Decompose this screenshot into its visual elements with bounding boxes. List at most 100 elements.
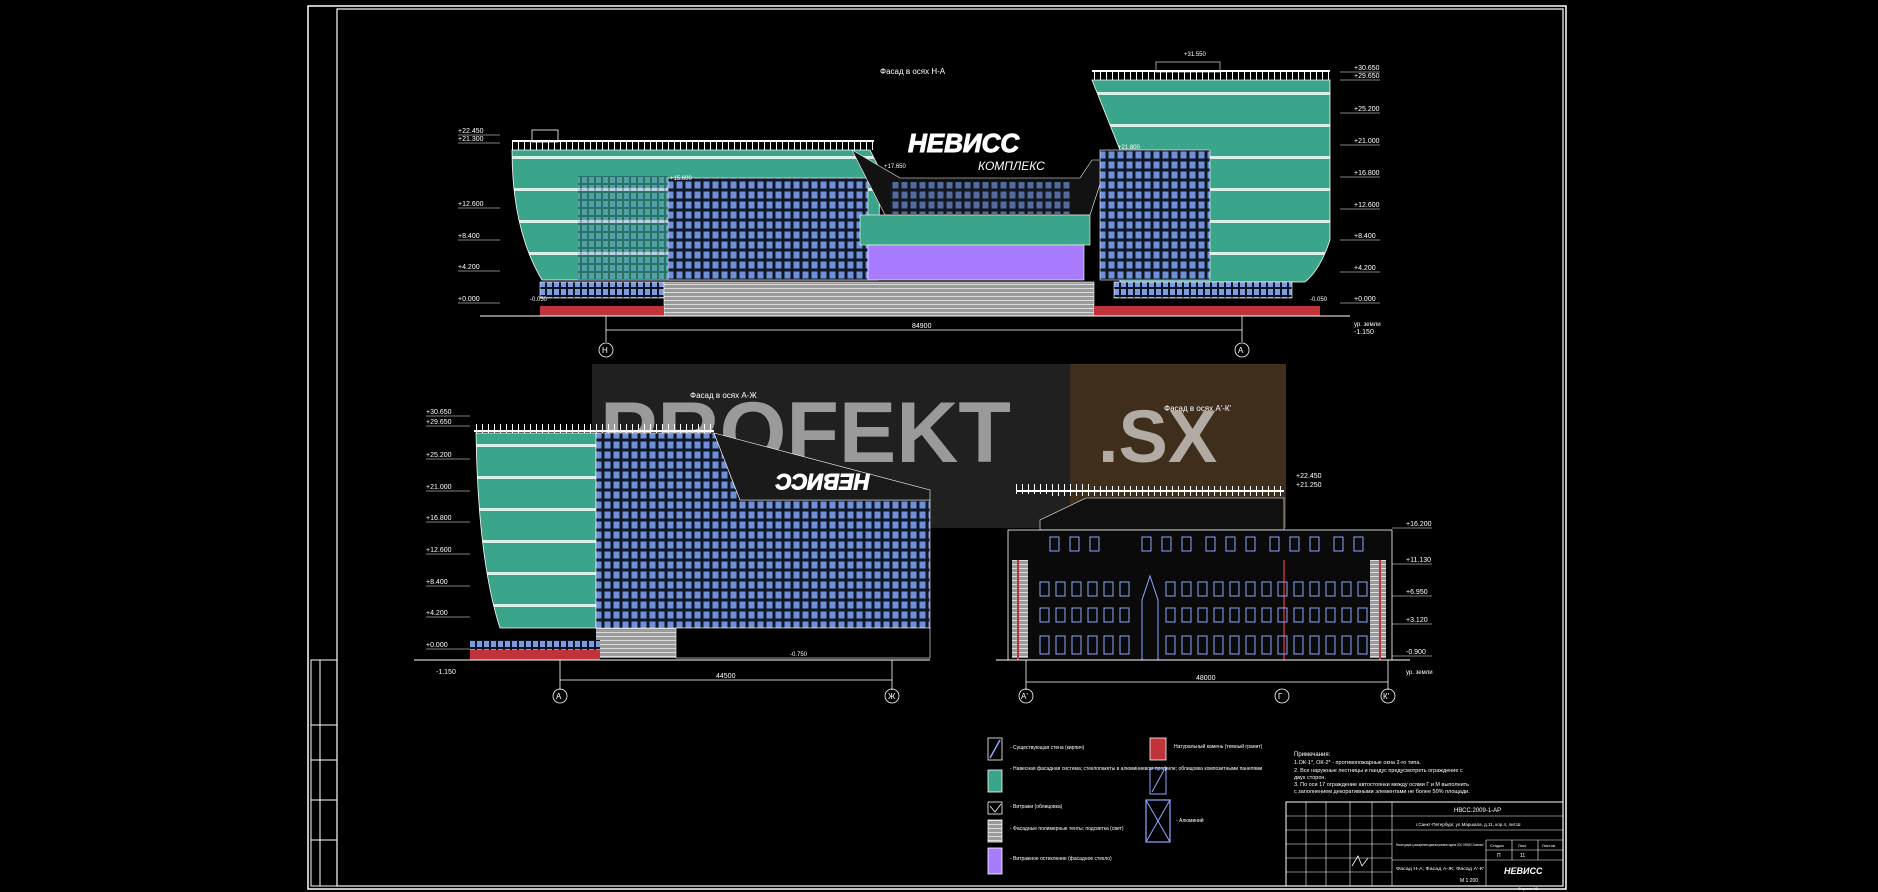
legend-item-blue-hatch [1149, 767, 1167, 795]
facade-n-a: Фасад в осях Н-А НЕВИСС КОМПЛЕКС +2 [458, 52, 1381, 358]
svg-text:-1.150: -1.150 [436, 669, 456, 676]
facade-3-window [1087, 635, 1098, 655]
stamp-scale: М 1:200 [1460, 878, 1478, 884]
facade-3-window [1353, 536, 1364, 552]
svg-text:+0.000: +0.000 [1354, 296, 1376, 303]
svg-text:+8.400: +8.400 [1354, 233, 1376, 240]
stamp-format: Формат А2 [1518, 886, 1539, 891]
signature-mark [1351, 855, 1369, 867]
svg-text:+4.200: +4.200 [426, 610, 448, 617]
stamp-project: Реконструкция с расширением администрати… [1396, 842, 1484, 847]
svg-text:1.ОК-1*, ОК-2* - противопожарн: 1.ОК-1*, ОК-2* - противопожарные окна 2-… [1294, 760, 1421, 766]
svg-text:+8.400: +8.400 [458, 233, 480, 240]
facade-1-logo-subtitle: КОМПЛЕКС [978, 159, 1045, 173]
facade-3-window [1119, 581, 1130, 597]
svg-text:+16.800: +16.800 [426, 515, 452, 522]
facade-3-window [1103, 635, 1114, 655]
facade-3-window [1229, 635, 1240, 655]
svg-text:- Витражи (облицовка): - Витражи (облицовка) [1010, 804, 1063, 810]
svg-text:+22.450: +22.450 [1296, 473, 1322, 480]
svg-text:+21.800: +21.800 [1118, 145, 1141, 151]
facade-3-window [1181, 536, 1192, 552]
facade-1-levels-right: +30.650 +29.650 +25.200 +21.000 +16.800 … [1354, 65, 1380, 303]
svg-text:Н: Н [602, 346, 608, 355]
facade-a-zh: Фасад в осях А-Ж НЕВИСС +30.650 +29.650 … [414, 391, 931, 704]
svg-text:-0.750: -0.750 [790, 652, 808, 658]
facade-1-center-violet [867, 244, 1085, 281]
facade-3-window [1325, 635, 1336, 655]
facade-3-window [1277, 635, 1288, 655]
facade-3-window [1269, 536, 1280, 552]
facade-3-window [1055, 581, 1066, 597]
svg-text:+12.600: +12.600 [1354, 202, 1380, 209]
svg-text:А': А' [1021, 692, 1028, 701]
facade-3-window [1071, 581, 1082, 597]
facade-3-window [1357, 607, 1368, 623]
facade-3-axis-left [1018, 688, 1034, 704]
facade-3-window [1197, 581, 1208, 597]
facade-3-window [1341, 607, 1352, 623]
svg-text:двух сторон.: двух сторон. [1294, 775, 1326, 781]
stamp-sheet-title: Фасад Н-А; Фасад А-Ж; Фасад А'-К' [1396, 866, 1484, 871]
facade-3-window [1357, 581, 1368, 597]
facade-3-window [1341, 635, 1352, 655]
facade-3-window [1039, 635, 1050, 655]
facade-3-window [1261, 607, 1272, 623]
svg-text:+25.200: +25.200 [1354, 106, 1380, 113]
facade-a-k-prime: Фасад в осях А'-К' +22.450 +21.250 +16.2… [996, 404, 1433, 704]
facade-3-title: Фасад в осях А'-К' [1164, 404, 1232, 413]
legend-item-glazing: - Витражное остекление (фасадное стекло) [987, 847, 1112, 875]
facade-1-left-glazing [667, 177, 869, 281]
svg-text:+30.650: +30.650 [426, 409, 452, 416]
legend-item-tents: - Фасадные полимерные тенты; подсветка (… [987, 819, 1124, 843]
svg-text:+16.800: +16.800 [1354, 170, 1380, 177]
facade-3-window [1119, 607, 1130, 623]
facade-3-window [1055, 635, 1066, 655]
facade-3-window [1277, 607, 1288, 623]
svg-text:+21.250: +21.250 [1296, 482, 1322, 489]
facade-3-window [1293, 581, 1304, 597]
svg-text:- Существующая стена (кирпич): - Существующая стена (кирпич) [1010, 745, 1085, 751]
facade-3-windows [1039, 536, 1368, 655]
facade-3-window [1039, 607, 1050, 623]
facade-3-window [1245, 536, 1256, 552]
svg-text:с заполнением декоративными эл: с заполнением декоративными элементами н… [1294, 789, 1470, 795]
facade-2-axis-left [552, 688, 568, 704]
legend-item-granite: Натуральный камень (темный гранит) [1149, 737, 1263, 761]
svg-text:- Алюминий: - Алюминий [1176, 817, 1204, 824]
svg-text:- Фасадные полимерные тенты; п: - Фасадные полимерные тенты; подсветка (… [1010, 826, 1124, 832]
svg-text:+25.200: +25.200 [426, 452, 452, 459]
legend-item-facade-system: - Навесная фасадная система; стеклопакет… [987, 766, 1263, 793]
svg-text:+21.000: +21.000 [1354, 138, 1380, 145]
svg-text:+0.000: +0.000 [426, 642, 448, 649]
stamp-code: НВСС.2009-1-АР [1454, 808, 1501, 814]
facade-3-window [1087, 581, 1098, 597]
facade-3-window [1089, 536, 1100, 552]
facade-3-window [1181, 581, 1192, 597]
facade-3-window [1309, 581, 1320, 597]
facade-3-window [1049, 536, 1060, 552]
facade-3-window [1245, 581, 1256, 597]
facade-3-window [1341, 581, 1352, 597]
facade-3-window [1141, 536, 1152, 552]
svg-text:2. Все наружные лестницы и пан: 2. Все наружные лестницы и пандус предус… [1294, 768, 1463, 774]
facade-3-window [1197, 607, 1208, 623]
facade-3-window [1245, 607, 1256, 623]
svg-text:- Навесная фасадная система; с: - Навесная фасадная система; стеклопакет… [1010, 766, 1263, 772]
facade-3-window [1325, 607, 1336, 623]
facade-1-center-teal [859, 214, 1091, 246]
svg-text:-0.900: -0.900 [1406, 649, 1426, 656]
stamp-sheet-no: 11 [1520, 853, 1525, 859]
facade-2-teal-tower [475, 432, 597, 629]
svg-text:+8.400: +8.400 [426, 579, 448, 586]
svg-text:Ж: Ж [888, 692, 896, 701]
side-binding-stamp [310, 659, 338, 887]
svg-text:+0.000: +0.000 [458, 296, 480, 303]
title-block: НВСС.2009-1-АР г.Санкт-Петербург, ул.Мар… [1285, 801, 1564, 891]
facade-3-window [1261, 635, 1272, 655]
facade-3-window [1309, 607, 1320, 623]
svg-text:3. По оси 17 ограждение автост: 3. По оси 17 ограждение автостоянки межд… [1294, 782, 1469, 788]
facade-1-logo-name: НЕВИСС [908, 128, 1020, 158]
svg-text:А: А [1238, 346, 1244, 355]
